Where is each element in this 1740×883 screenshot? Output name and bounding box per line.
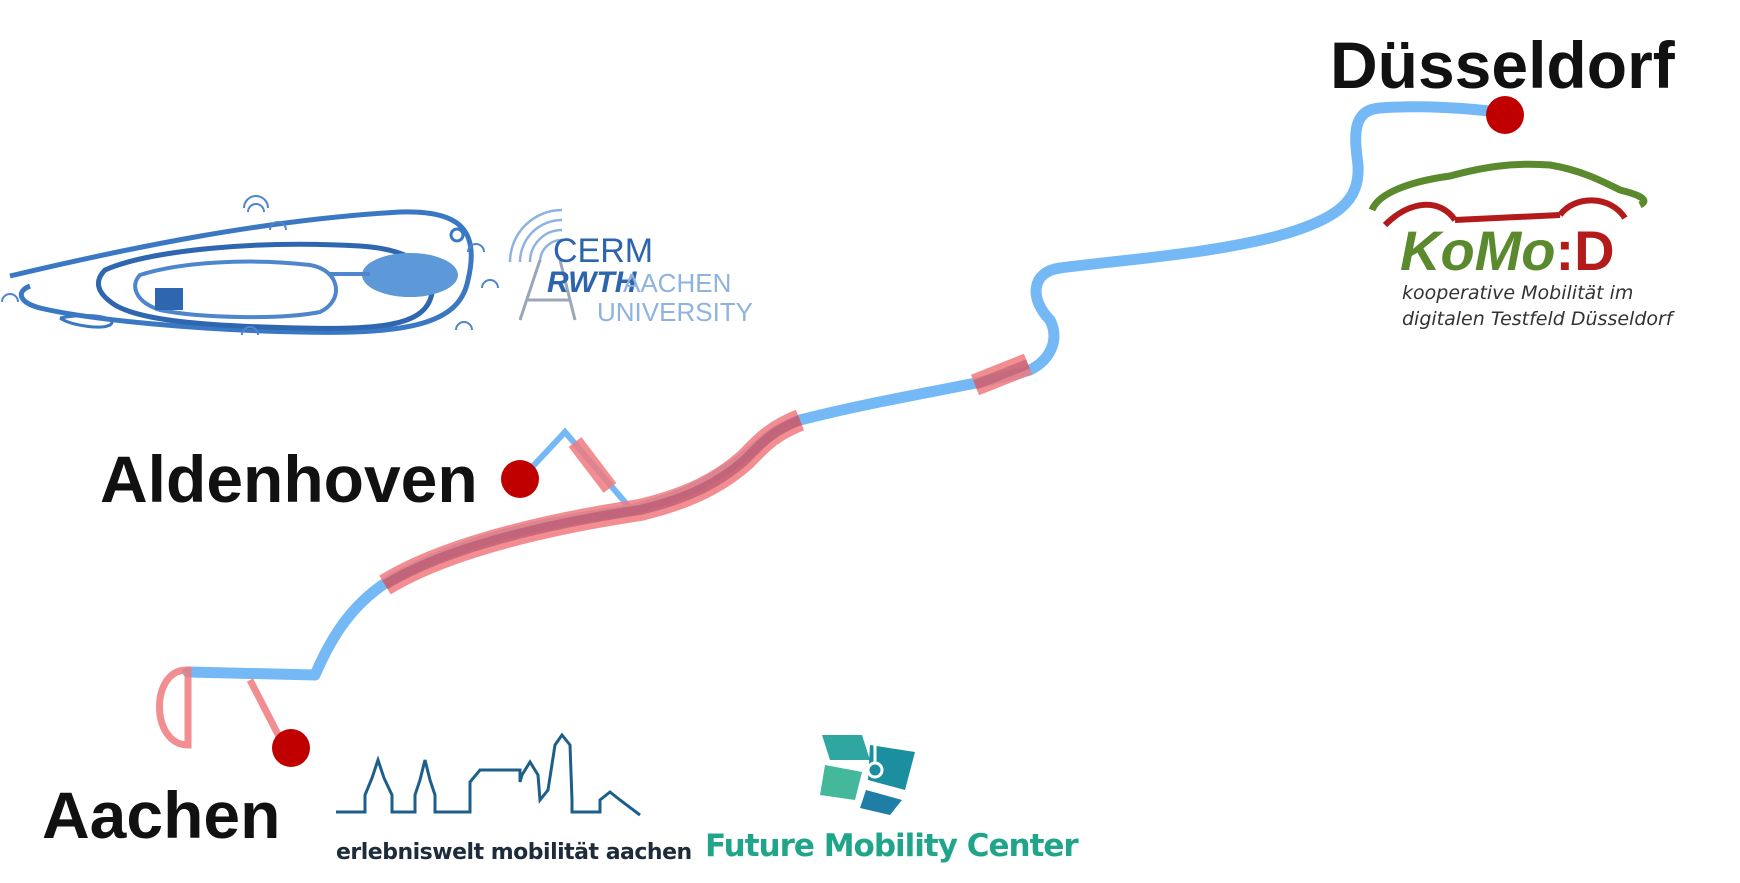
test-track-icon — [1, 195, 499, 336]
location-marker-icon — [272, 729, 310, 767]
route-main-path — [182, 101, 1511, 681]
erlebniswelt-logo-text: erlebniswelt mobilität aachen — [336, 840, 692, 865]
komod-wordmark-d: D — [1574, 219, 1615, 282]
erlebniswelt-logo: erlebniswelt mobilität aachen — [336, 740, 692, 865]
aachen-logo-text: AACHEN — [623, 268, 732, 298]
cerm-rwth-logo: CERM RWTH AACHEN UNIVERSITY — [505, 200, 755, 330]
future-mobility-center-text: Future Mobility Center — [705, 828, 1079, 864]
car-silhouette-icon — [1368, 160, 1648, 228]
route-highlight-segments — [156, 353, 1033, 750]
city-label-aachen: Aachen — [42, 778, 281, 852]
city-skyline-icon — [336, 732, 641, 817]
location-marker-icon — [1486, 96, 1524, 134]
antenna-icon — [1, 195, 499, 336]
university-logo-text: UNIVERSITY — [597, 297, 754, 327]
future-mobility-center-logo: Future Mobility Center — [705, 730, 1079, 870]
cerm-arc-icon — [508, 208, 577, 321]
map-grid-icon — [820, 735, 915, 815]
komod-wordmark-colon: : — [1555, 219, 1575, 282]
rwth-logo-text: RWTH — [547, 266, 637, 299]
komod-wordmark: KoMo:D — [1400, 218, 1615, 283]
komod-logo: KoMo:D kooperative Mobilität im digitale… — [1380, 160, 1680, 340]
komod-wordmark-ko: KoMo — [1400, 219, 1556, 282]
city-label-duesseldorf: Düsseldorf — [1330, 28, 1675, 102]
komod-tagline-2: digitalen Testfeld Düsseldorf — [1402, 308, 1673, 330]
location-marker-icon — [501, 460, 539, 498]
komod-tagline-1: kooperative Mobilität im — [1402, 282, 1634, 304]
cerm-logo-text: CERM — [553, 232, 654, 270]
city-label-aldenhoven: Aldenhoven — [100, 442, 478, 516]
